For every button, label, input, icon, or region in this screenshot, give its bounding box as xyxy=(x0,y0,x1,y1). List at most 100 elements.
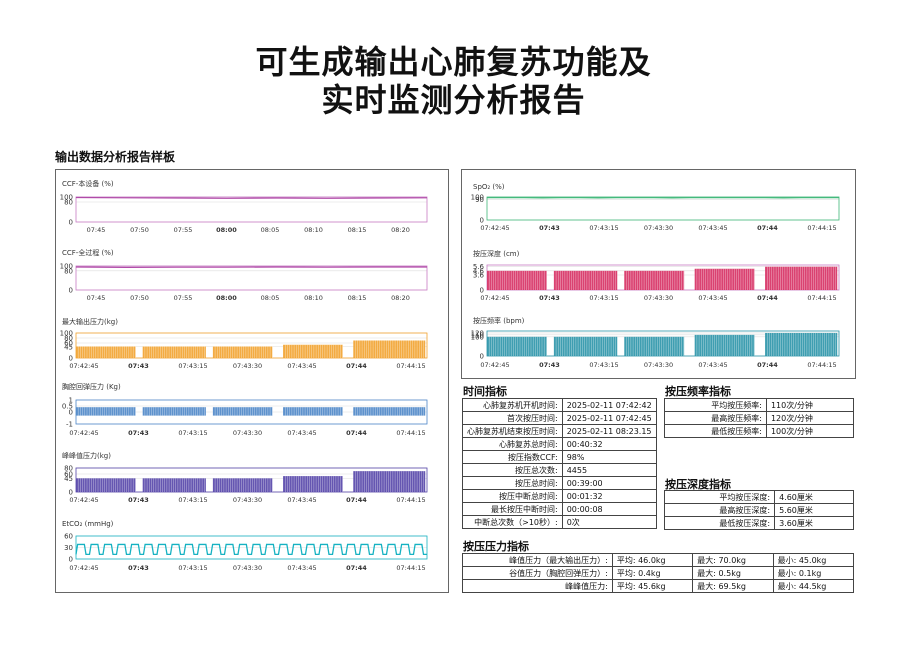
pressure-indicator-value: 最小: 0.1kg xyxy=(772,566,855,580)
max-pressure-ytick: 60 xyxy=(64,340,73,348)
recoil-ytick: -1 xyxy=(66,421,73,429)
max-pressure-title: 最大输出压力(kg) xyxy=(62,317,118,326)
time-indicator-row: 心肺复苏机开机时间:2025-02-11 07:42:42 xyxy=(462,398,657,412)
rate-ytick: 100 xyxy=(471,333,484,341)
recoil-ytick: 1 xyxy=(69,397,73,405)
spo2-title: SpO₂ (%) xyxy=(473,183,505,191)
max-pressure-xtick: 07:44:15 xyxy=(396,362,425,370)
recoil-xtick: 07:44:15 xyxy=(396,429,425,437)
spo2-ytick: 0 xyxy=(480,217,484,225)
peak-peak-xtick: 07:43:15 xyxy=(178,496,207,504)
ccf-total-xtick: 08:20 xyxy=(391,294,410,302)
pressure-section-title: 按压压力指标 xyxy=(463,540,529,553)
ccf-total-xtick: 07:55 xyxy=(174,294,193,302)
max-pressure-bar-segment xyxy=(142,346,206,358)
etco2-xtick: 07:44 xyxy=(346,564,367,572)
time-indicator-value: 00:40:32 xyxy=(561,437,657,451)
rate-indicators-table: 平均按压频率:110次/分钟最高按压频率:120次/分钟最低按压频率:100次/… xyxy=(664,398,855,438)
time-indicator-label: 按压总次数: xyxy=(462,463,563,477)
etco2-xtick: 07:43:30 xyxy=(233,564,262,572)
time-indicator-value: 2025-02-11 07:42:42 xyxy=(561,398,657,412)
depth-ytick: 0 xyxy=(480,287,484,295)
pressure-indicator-label: 峰峰值压力: xyxy=(462,579,613,593)
ccf-device-xtick: 08:00 xyxy=(216,226,237,234)
rate-indicator-label: 最高按压频率: xyxy=(664,411,767,425)
pressure-indicator-label: 峰值压力（最大输出压力）: xyxy=(462,553,613,567)
depth-ytick: 3.6 xyxy=(473,272,485,280)
ccf-device-xtick: 08:05 xyxy=(261,226,280,234)
ccf-total-ytick: 100 xyxy=(60,263,73,271)
time-indicator-row: 按压总次数:4455 xyxy=(462,463,657,477)
spo2-xtick: 07:43:15 xyxy=(589,224,618,232)
page-title-line1: 可生成输出心肺复苏功能及 xyxy=(255,43,652,81)
max-pressure-ytick: 45 xyxy=(64,343,73,351)
spo2-xtick: 07:43 xyxy=(539,224,560,232)
depth-bar-segment xyxy=(553,270,618,290)
rate-bar-segment xyxy=(553,336,618,356)
rate-indicator-value: 120次/分钟 xyxy=(765,411,855,425)
rate-indicator-row: 最高按压频率:120次/分钟 xyxy=(664,411,855,425)
rate-indicator-value: 100次/分钟 xyxy=(765,424,855,438)
rate-xtick: 07:44:15 xyxy=(807,361,836,369)
max-pressure-ytick: 80 xyxy=(64,335,73,343)
time-indicator-label: 心肺复苏机开机时间: xyxy=(462,398,563,412)
depth-indicator-label: 平均按压深度: xyxy=(663,490,776,504)
spo2-ytick: 90 xyxy=(475,196,484,204)
max-pressure-ytick: 100 xyxy=(60,330,73,338)
ccf-device-xtick: 08:10 xyxy=(304,226,323,234)
peak-peak-xtick: 07:44 xyxy=(346,496,367,504)
ccf-device-title: CCF-本设备 (%) xyxy=(62,179,114,188)
ccf-device-xtick: 07:50 xyxy=(130,226,149,234)
ccf-total-xtick: 08:15 xyxy=(348,294,367,302)
ccf-total-plot-frame xyxy=(75,265,428,291)
rate-indicator-row: 平均按压频率:110次/分钟 xyxy=(664,398,855,412)
recoil-title: 胸腔回弹压力 (Kg) xyxy=(62,382,121,391)
peak-peak-ytick: 0 xyxy=(69,489,73,497)
spo2-xtick: 07:44 xyxy=(757,224,778,232)
ccf-total-xtick: 08:00 xyxy=(216,294,237,302)
ccf-device-ytick: 0 xyxy=(69,219,73,227)
ccf-device-xtick: 07:55 xyxy=(174,226,193,234)
time-indicator-value: 0次 xyxy=(561,515,657,529)
recoil-bar-segment xyxy=(142,407,206,416)
peak-peak-ytick: 80 xyxy=(64,465,73,473)
pressure-indicator-label: 谷值压力（胸腔回弹压力）: xyxy=(462,566,613,580)
rate-bar-segment xyxy=(624,336,685,356)
etco2-ytick: 60 xyxy=(64,533,73,541)
rate-title: 按压频率 (bpm) xyxy=(473,316,525,325)
recoil-xtick: 07:44 xyxy=(346,429,367,437)
depth-xtick: 07:43:30 xyxy=(644,294,673,302)
max-pressure-ytick: 0 xyxy=(69,355,73,363)
time-indicator-label: 心肺复苏机结束按压时间: xyxy=(462,424,563,438)
depth-indicator-label: 最低按压深度: xyxy=(663,516,776,530)
time-indicator-value: 2025-02-11 08:23.15 xyxy=(561,424,657,438)
rate-xtick: 07:43:15 xyxy=(589,361,618,369)
time-indicator-row: 中断总次数（>10秒）:0次 xyxy=(462,515,657,529)
peak-peak-bar-segment xyxy=(353,471,426,492)
peak-peak-xtick: 07:44:15 xyxy=(396,496,425,504)
peak-peak-bar-segment xyxy=(76,478,136,492)
spo2-xtick: 07:43:30 xyxy=(644,224,673,232)
time-indicator-label: 首次按压时间: xyxy=(462,411,563,425)
depth-bar-segment xyxy=(694,268,755,290)
depth-indicator-row: 最高按压深度:5.60厘米 xyxy=(663,503,854,517)
etco2-xtick: 07:44:15 xyxy=(396,564,425,572)
ccf-device-series-line xyxy=(75,196,428,199)
time-indicator-value: 2025-02-11 07:42:45 xyxy=(561,411,657,425)
rate-ytick: 0 xyxy=(480,353,484,361)
recoil-xtick: 07:42:45 xyxy=(69,429,98,437)
depth-title: 按压深度 (cm) xyxy=(473,249,520,258)
time-indicator-row: 按压总时间:00:39:00 xyxy=(462,476,657,490)
depth-xtick: 07:43:45 xyxy=(698,294,727,302)
etco2-title: EtCO₂ (mmHg) xyxy=(62,520,114,528)
depth-indicator-value: 3.60厘米 xyxy=(774,516,854,530)
recoil-ytick: 0 xyxy=(69,409,73,417)
spo2-xtick: 07:42:45 xyxy=(480,224,509,232)
